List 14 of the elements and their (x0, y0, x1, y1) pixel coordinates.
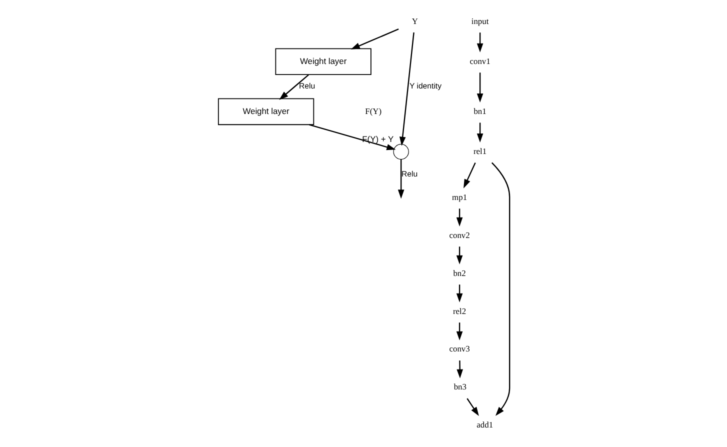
node-text: conv1 (469, 56, 490, 66)
node-text: conv2 (448, 230, 470, 240)
node-text: conv3 (448, 344, 470, 354)
node-text: rel2 (452, 306, 466, 316)
node-text: input (470, 16, 488, 26)
node-text: bn3 (453, 382, 466, 392)
node-text: bn1 (473, 106, 486, 116)
node-text: bn2 (452, 268, 466, 278)
node-text: rel1 (473, 146, 486, 156)
node-text: add1 (476, 420, 493, 430)
node-text: Y (411, 16, 418, 26)
label: F(Y) (364, 106, 382, 116)
node-label: F(Y) + Y (362, 134, 394, 144)
node-text: mp1 (452, 192, 467, 202)
